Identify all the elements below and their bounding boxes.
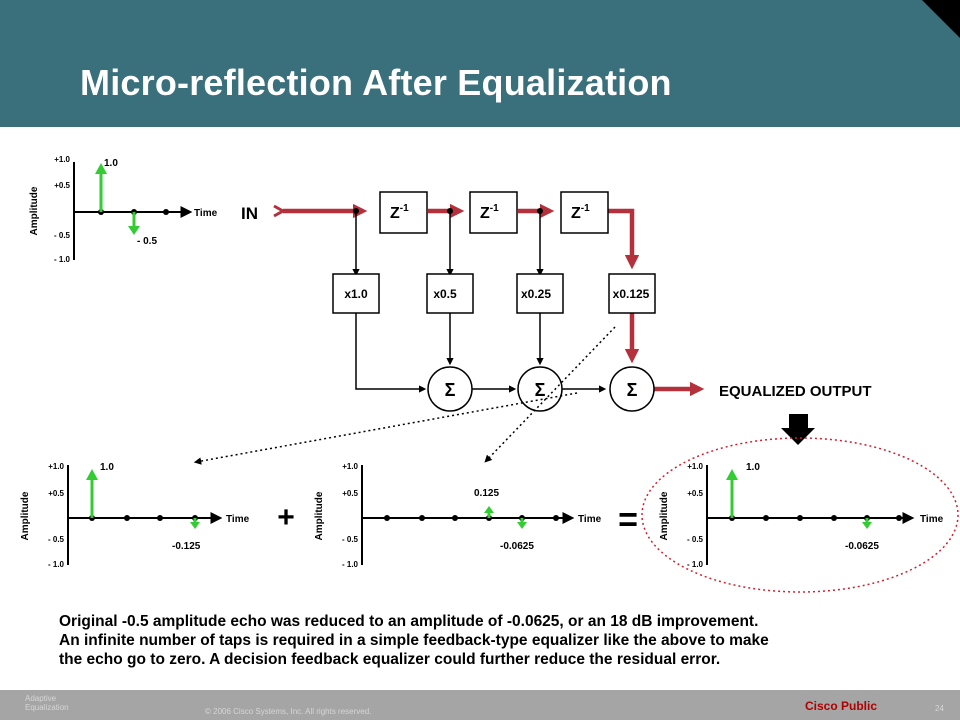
plot-output: Amplitude +1.0 +0.5 - 0.5 - 1.0 Time 1.0… <box>659 462 944 569</box>
y-axis-label: Amplitude <box>20 491 31 540</box>
svg-text:Σ: Σ <box>445 380 456 400</box>
x-axis-label: Time <box>578 514 602 525</box>
input-label: IN <box>241 204 258 223</box>
equals-operator: = <box>618 501 638 539</box>
tick-label: +1.0 <box>342 462 358 471</box>
main-pulse-label: 1.0 <box>746 462 760 473</box>
echo-label: -0.0625 <box>845 541 879 552</box>
y-axis-label: Amplitude <box>314 491 325 540</box>
tick-label: - 0.5 <box>687 535 704 544</box>
output-label: EQUALIZED OUTPUT <box>719 383 872 400</box>
y-axis-label: Amplitude <box>659 491 670 540</box>
main-pulse-label: 0.125 <box>474 488 499 499</box>
highlight-ellipse <box>641 437 959 593</box>
summer-node: Σ <box>609 366 655 412</box>
svg-text:Z-1: Z-1 <box>390 203 409 222</box>
tick-label: - 1.0 <box>687 560 704 569</box>
echo-label: -0.0625 <box>500 541 534 552</box>
delay-block: Z-1 <box>560 191 609 234</box>
svg-text:x0.125: x0.125 <box>613 287 650 301</box>
x-axis-label: Time <box>920 514 944 525</box>
callout-lines <box>193 326 616 465</box>
plus-operator: + <box>277 501 295 534</box>
echo-label: - 0.5 <box>137 236 157 247</box>
delay-block: Z-1 <box>469 191 518 234</box>
tick-label: - 0.5 <box>54 231 71 240</box>
tick-label: +0.5 <box>342 489 358 498</box>
main-pulse-label: 1.0 <box>104 158 118 169</box>
footer-page-number: 24 <box>935 704 944 713</box>
y-axis-label: Amplitude <box>29 186 40 235</box>
tick-label: +1.0 <box>687 462 703 471</box>
svg-text:Σ: Σ <box>627 380 638 400</box>
svg-text:Z-1: Z-1 <box>480 203 499 222</box>
title-bar: Micro-reflection After Equalization <box>0 0 960 127</box>
plot-tap1: Amplitude +1.0 +0.5 - 0.5 - 1.0 Time 1.0… <box>20 462 250 569</box>
slide-title: Micro-reflection After Equalization <box>80 62 672 103</box>
svg-text:x1.0: x1.0 <box>344 287 368 301</box>
tap-lines <box>352 211 607 393</box>
tick-label: - 0.5 <box>342 535 359 544</box>
x-axis-label: Time <box>226 514 250 525</box>
main-pulse-arrowhead <box>95 163 107 174</box>
caption-line: Original -0.5 amplitude echo was reduced… <box>59 613 759 630</box>
main-pulse-label: 1.0 <box>100 462 114 473</box>
caption-text: Original -0.5 amplitude echo was reduced… <box>59 612 939 669</box>
tick-label: +0.5 <box>48 489 64 498</box>
delay-block: Z-1 <box>379 191 428 234</box>
tap-weight-block: x0.25 <box>516 273 564 314</box>
footer-section: Adaptive Equalization <box>25 694 69 712</box>
tick-label: - 1.0 <box>342 560 359 569</box>
tick-label: +1.0 <box>54 155 70 164</box>
tick-label: - 1.0 <box>48 560 65 569</box>
signal-path <box>273 203 705 397</box>
footer-classification: Cisco Public <box>805 699 878 713</box>
equalizer-diagram: Amplitude +1.0 +0.5 - 0.5 - 1.0 Time 1.0… <box>20 155 959 593</box>
svg-text:x0.5: x0.5 <box>433 287 457 301</box>
tap-weight-block: x0.5 <box>426 273 474 314</box>
x-axis-label: Time <box>194 208 218 219</box>
tick-label: - 0.5 <box>48 535 65 544</box>
echo-arrowhead <box>128 226 140 235</box>
tap-weight-block: x0.125 <box>608 273 656 314</box>
output-down-arrow <box>781 414 815 445</box>
tick-label: +0.5 <box>54 181 70 190</box>
plot-tap2: Amplitude +1.0 +0.5 - 0.5 - 1.0 Time 0.1… <box>314 462 602 569</box>
footer-copyright: © 2006 Cisco Systems, Inc. All rights re… <box>205 707 372 716</box>
svg-text:Σ: Σ <box>535 380 546 400</box>
tick-label: +0.5 <box>687 489 703 498</box>
tap-weight-block: x1.0 <box>332 273 380 314</box>
echo-label: -0.125 <box>172 541 201 552</box>
tick-label: +1.0 <box>48 462 64 471</box>
plot-input: Amplitude +1.0 +0.5 - 0.5 - 1.0 Time 1.0… <box>29 155 218 264</box>
tick-label: - 1.0 <box>54 255 71 264</box>
corner-triangle <box>922 0 960 38</box>
caption-line: An infinite number of taps is required i… <box>59 632 769 649</box>
summer-node: Σ <box>517 366 563 412</box>
svg-text:Z-1: Z-1 <box>571 203 590 222</box>
footer-bar <box>0 690 960 720</box>
svg-text:x0.25: x0.25 <box>521 287 551 301</box>
summer-node: Σ <box>427 366 473 412</box>
caption-line: the echo go to zero. A decision feedback… <box>59 651 721 668</box>
